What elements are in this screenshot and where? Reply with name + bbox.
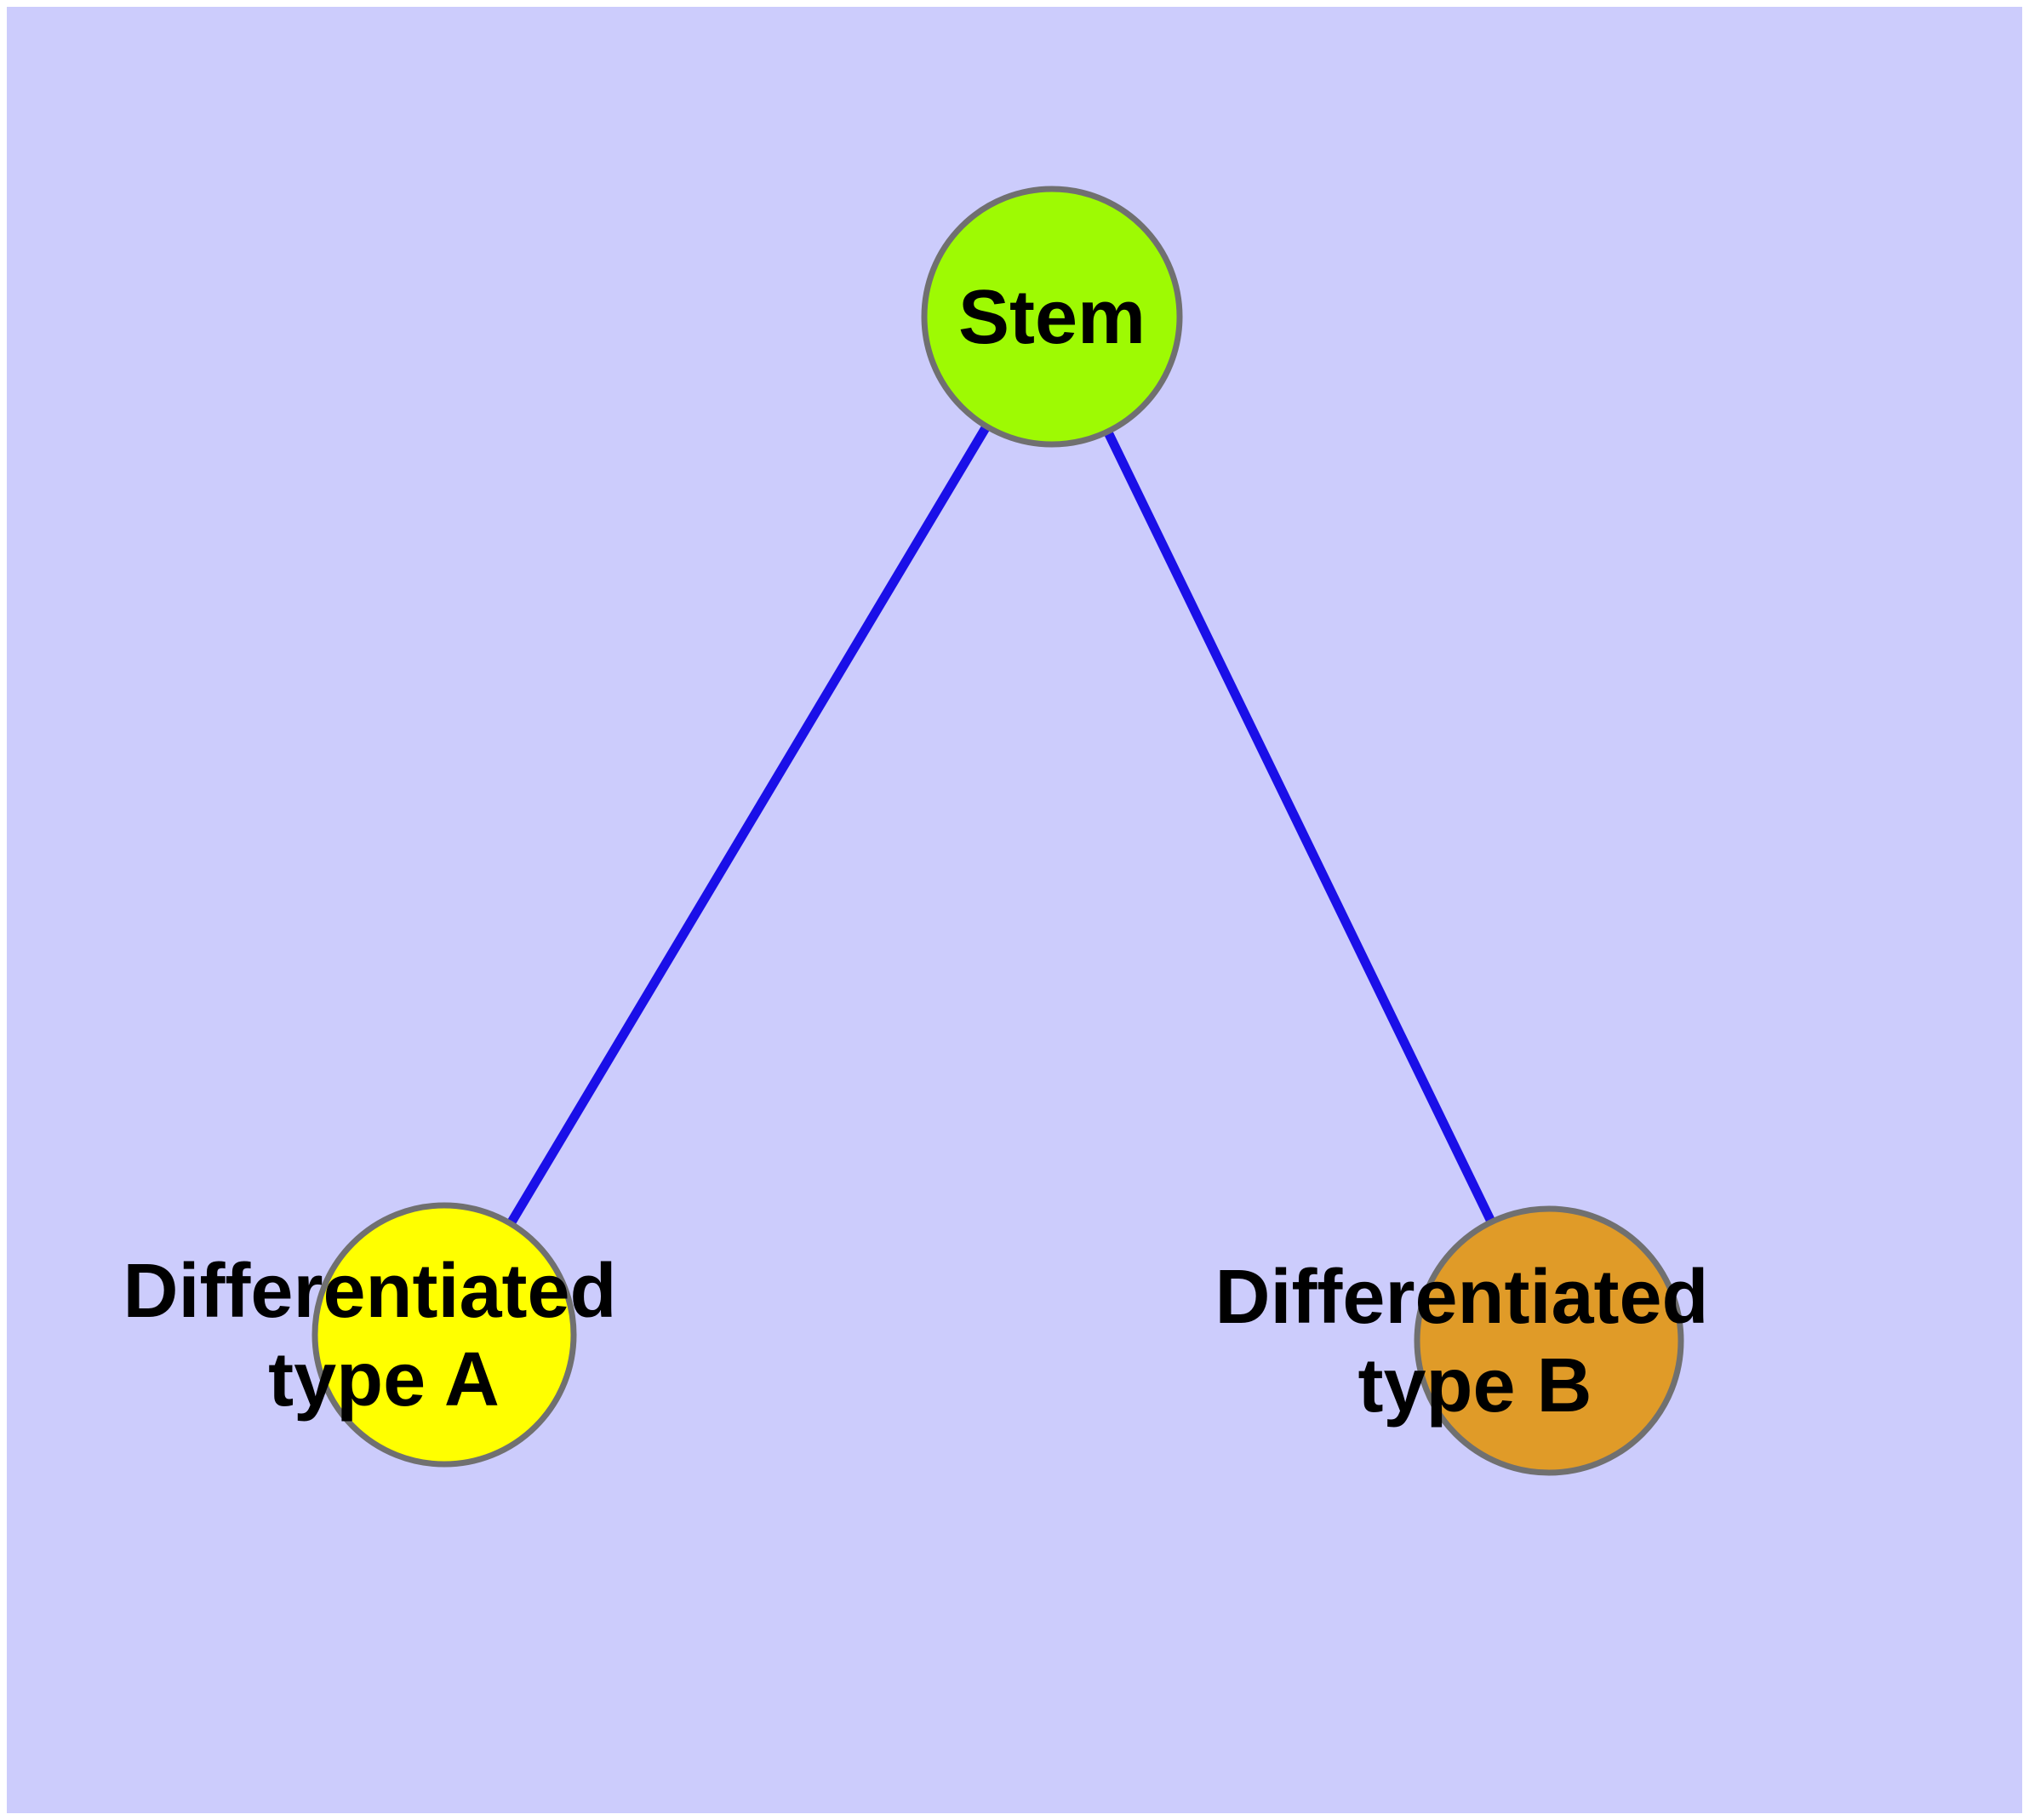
node-differentiated-type-b[interactable] xyxy=(1414,1205,1684,1476)
node-differentiated-type-a-circle[interactable] xyxy=(311,1202,577,1468)
node-stem-label-line-1: Stem xyxy=(958,275,1146,360)
node-differentiated-type-b-label-line-2: type B xyxy=(1357,1343,1592,1428)
node-differentiated-type-a-label-line-2: type A xyxy=(268,1337,500,1422)
node-differentiated-type-a-label: Differentiated type A xyxy=(123,1249,637,1422)
edge-stem-to-type-a xyxy=(440,314,1056,1337)
edge-stem-to-type-b xyxy=(1048,314,1553,1343)
node-layer xyxy=(311,186,1684,1476)
node-stem-circle[interactable] xyxy=(921,186,1183,448)
node-differentiated-type-a[interactable] xyxy=(311,1202,577,1468)
node-stem[interactable] xyxy=(921,186,1183,448)
node-stem-label: Stem xyxy=(958,275,1146,360)
node-differentiated-type-b-circle[interactable] xyxy=(1414,1205,1684,1476)
node-differentiated-type-b-label-line-1: Differentiated xyxy=(1215,1255,1708,1340)
node-differentiated-type-b-label: Differentiated type B xyxy=(1215,1255,1729,1428)
label-layer: Stem Differentiated type A Differentiate… xyxy=(123,275,1729,1428)
edge-layer xyxy=(440,314,1553,1343)
node-differentiated-type-a-label-line-1: Differentiated xyxy=(123,1249,616,1334)
